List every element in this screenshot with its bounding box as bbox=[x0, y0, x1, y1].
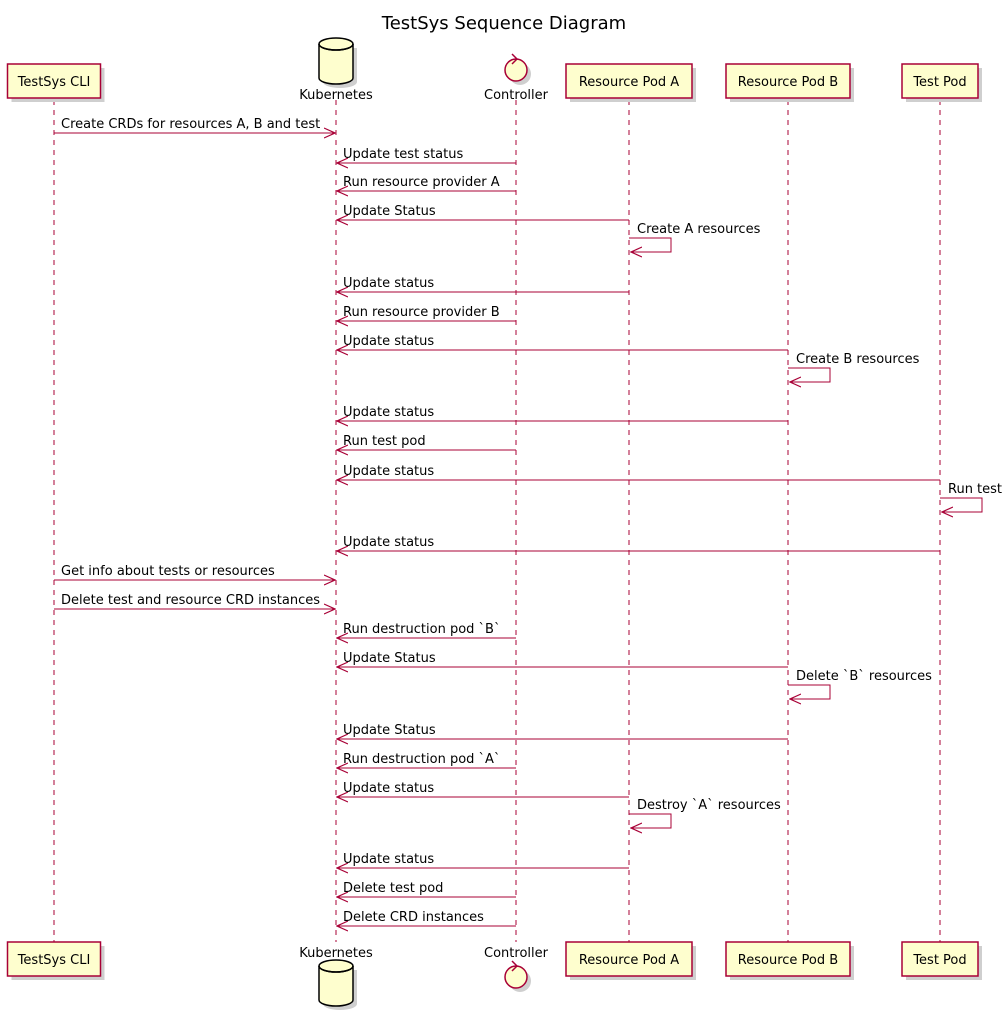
self-message-arrow bbox=[629, 237, 672, 252]
participant-cli-top: TestSys CLI bbox=[6, 63, 105, 102]
message-18: Update Status bbox=[337, 651, 788, 667]
database-icon bbox=[318, 37, 357, 88]
control-icon bbox=[504, 960, 531, 992]
message-9: Create B resources bbox=[788, 352, 920, 382]
message-20: Update Status bbox=[337, 723, 788, 739]
message-19: Delete `B` resources bbox=[788, 669, 932, 699]
participant-label: Test Pod bbox=[912, 75, 966, 90]
participant-label: TestSys CLI bbox=[17, 953, 91, 968]
participant-box bbox=[6, 941, 102, 977]
message-label: Update status bbox=[343, 276, 434, 291]
message-15: Get info about tests or resources bbox=[54, 564, 335, 580]
self-message-arrow bbox=[940, 497, 983, 512]
participant-label: Resource Pod A bbox=[579, 953, 679, 968]
participant-rpa-top: Resource Pod A bbox=[565, 63, 696, 102]
message-21: Run destruction pod `A` bbox=[337, 752, 516, 768]
message-22: Update status bbox=[337, 781, 629, 797]
database-icon bbox=[318, 959, 357, 1010]
message-7: Run resource provider B bbox=[337, 305, 516, 321]
message-12: Update status bbox=[337, 464, 940, 480]
self-message-arrow bbox=[788, 684, 831, 699]
participant-box bbox=[565, 941, 693, 977]
participants-top: TestSys CLI Kubernetes Controller Resource … bbox=[6, 37, 982, 103]
message-label: Update Status bbox=[343, 204, 436, 219]
participant-box bbox=[725, 63, 851, 99]
message-3: Run resource provider A bbox=[337, 175, 516, 191]
participant-box bbox=[6, 63, 102, 99]
message-24: Update status bbox=[337, 852, 629, 868]
message-label: Update status bbox=[343, 334, 434, 349]
message-23: Destroy `A` resources bbox=[629, 798, 781, 828]
participant-label: Test Pod bbox=[912, 953, 966, 968]
participant-tp-top: Test Pod bbox=[901, 63, 982, 102]
message-label: Update status bbox=[343, 535, 434, 550]
participant-label: Resource Pod B bbox=[738, 75, 838, 90]
participant-label: Resource Pod A bbox=[579, 75, 679, 90]
message-label: Run resource provider B bbox=[343, 305, 500, 320]
participants-bottom: TestSys CLI Kubernetes Controller Resource … bbox=[6, 941, 982, 1010]
message-label: Update status bbox=[343, 464, 434, 479]
message-label: Update Status bbox=[343, 651, 436, 666]
message-label: Run destruction pod `B` bbox=[343, 622, 500, 637]
participant-ctrl-top: Controller bbox=[484, 53, 549, 103]
participant-box bbox=[725, 941, 851, 977]
messages: Create CRDs for resources A, B and testU… bbox=[54, 117, 1002, 926]
message-6: Update status bbox=[337, 276, 629, 292]
participant-box bbox=[901, 941, 979, 977]
message-16: Delete test and resource CRD instances bbox=[54, 593, 335, 609]
message-label: Update status bbox=[343, 852, 434, 867]
message-label: Update status bbox=[343, 781, 434, 796]
message-label: Delete CRD instances bbox=[343, 910, 484, 925]
message-4: Update Status bbox=[337, 204, 629, 220]
message-5: Create A resources bbox=[629, 222, 761, 252]
participant-box bbox=[565, 63, 693, 99]
participant-label: Kubernetes bbox=[299, 946, 373, 961]
message-label: Run resource provider A bbox=[343, 175, 500, 190]
message-label: Get info about tests or resources bbox=[61, 564, 275, 579]
message-2: Update test status bbox=[337, 147, 516, 163]
diagram-title: TestSys Sequence Diagram bbox=[381, 13, 626, 34]
message-8: Update status bbox=[337, 334, 788, 350]
participant-label: Kubernetes bbox=[299, 88, 373, 103]
self-message-arrow bbox=[788, 367, 831, 382]
message-17: Run destruction pod `B` bbox=[337, 622, 516, 638]
message-label: Run test pod bbox=[343, 434, 426, 449]
participant-rpb-bottom: Resource Pod B bbox=[725, 941, 854, 980]
message-label: Update Status bbox=[343, 723, 436, 738]
message-label: Update status bbox=[343, 405, 434, 420]
message-label: Create B resources bbox=[796, 352, 920, 367]
message-label: Create CRDs for resources A, B and test bbox=[61, 117, 320, 132]
participant-k8s-bottom: Kubernetes bbox=[299, 946, 373, 1010]
self-message-arrow bbox=[629, 813, 672, 828]
message-14: Update status bbox=[337, 535, 940, 551]
participant-ctrl-bottom: Controller bbox=[484, 946, 549, 992]
participant-cli-bottom: TestSys CLI bbox=[6, 941, 105, 980]
participant-label: Resource Pod B bbox=[738, 953, 838, 968]
message-1: Create CRDs for resources A, B and test bbox=[54, 117, 335, 133]
lifelines bbox=[53, 100, 941, 942]
participant-rpa-bottom: Resource Pod A bbox=[565, 941, 696, 980]
participant-box bbox=[901, 63, 979, 99]
participant-tp-bottom: Test Pod bbox=[901, 941, 982, 980]
message-label: Delete test and resource CRD instances bbox=[61, 593, 320, 608]
message-label: Update test status bbox=[343, 147, 463, 162]
participant-rpb-top: Resource Pod B bbox=[725, 63, 854, 102]
message-label: Destroy `A` resources bbox=[637, 798, 781, 813]
message-10: Update status bbox=[337, 405, 788, 421]
participant-label: Controller bbox=[484, 946, 549, 961]
message-label: Run test bbox=[948, 482, 1002, 497]
message-11: Run test pod bbox=[337, 434, 516, 450]
message-13: Run test bbox=[940, 482, 1002, 512]
message-26: Delete CRD instances bbox=[337, 910, 516, 926]
participant-label: TestSys CLI bbox=[17, 75, 91, 90]
participant-label: Controller bbox=[484, 88, 549, 103]
message-label: Run destruction pod `A` bbox=[343, 752, 500, 767]
message-label: Create A resources bbox=[637, 222, 761, 237]
control-icon bbox=[504, 53, 531, 85]
message-label: Delete test pod bbox=[343, 881, 443, 896]
message-25: Delete test pod bbox=[337, 881, 516, 897]
participant-k8s-top: Kubernetes bbox=[299, 37, 373, 103]
message-label: Delete `B` resources bbox=[796, 669, 932, 684]
